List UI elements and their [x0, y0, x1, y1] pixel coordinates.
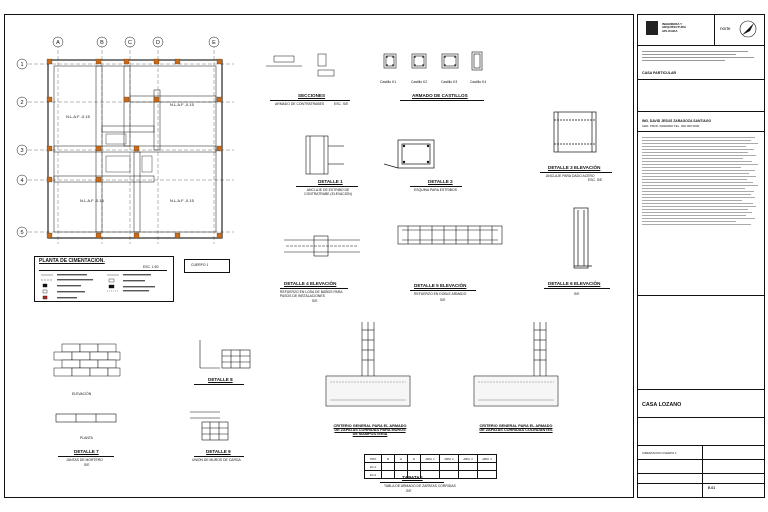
detalle4-scale: S/E [312, 299, 318, 303]
room-level-label: N.L.A.F -0.15 [170, 102, 195, 107]
axis-label-1: 1 [20, 62, 23, 68]
title-block-logo-row: INGENIERIA Y ARQUITECTURA APLICADA norte [638, 15, 764, 46]
zapatas-header-cell: ARM. 2 [439, 454, 459, 463]
secciones-scale: ESC. S/E [334, 102, 349, 106]
sheet-name: CIMENTACION CUERPO 1 [642, 451, 677, 455]
detalle1-title: DETALLE 1 [318, 179, 343, 184]
axis-label-3: 3 [20, 148, 23, 154]
north-label: norte [720, 26, 731, 31]
castillo-label: Castillo K3 [441, 80, 458, 84]
detalle3-drawing [553, 111, 597, 153]
zapatas-scale: S/E [406, 489, 412, 493]
criterio-a-title: CRITERIO GENERAL PARA EL ARMADO DE ZAPAT… [333, 424, 407, 436]
zapatas-header-cell: ARM. 3 [458, 454, 478, 463]
zapatas-title: ZAPATAS [402, 475, 423, 480]
title-block-notes [642, 49, 760, 67]
secciones-drawings [266, 53, 335, 77]
detalle5-caption: REFUERZO EN DOBLE ARMADO [414, 292, 467, 296]
plan-legend: PLANTA DE CIMENTACION. ESC. 1:50 [34, 256, 174, 302]
axis-label-b: B [100, 40, 104, 46]
axis-label-5: 5 [20, 230, 23, 236]
secciones-caption: ARMADO DE CONTRATRABES [275, 102, 325, 106]
room-level-label: N.L.A.F -0.15 [170, 198, 195, 203]
detalle5-scale: S/E [440, 298, 446, 302]
axis-label-2: 2 [20, 100, 23, 106]
castillo-label: Castillo K2 [411, 80, 428, 84]
detalle3-scale: ESC. S/E [588, 178, 603, 182]
detalle9-caption: UNION DE MUROS DE CARGA [192, 458, 241, 462]
castillos-title: ARMADO DE CASTILLOS [412, 93, 468, 98]
detalle6-drawing [573, 207, 592, 269]
detalle8-drawing [199, 340, 251, 369]
elevacion-drawing [53, 343, 121, 377]
plan-body-label: CUERPO 1 [191, 263, 209, 267]
detalle7-caption: JUNTAS DE MORTERO [66, 458, 103, 462]
detalle7-scale: S/E [84, 463, 90, 467]
axis-label-d: D [156, 40, 160, 46]
title-block: INGENIERIA Y ARQUITECTURA APLICADA norte… [637, 14, 765, 498]
detalle3-title: DETALLE 3 ELEVACIÓN [548, 165, 601, 170]
detalle5-drawing [397, 225, 503, 245]
detalle2-title: DETALLE 2 [428, 179, 453, 184]
detalle5-title: DETALLE 5 ELEVACIÓN [414, 283, 467, 288]
axis-label-c: C [128, 40, 132, 46]
planta-drawing [55, 413, 117, 423]
zapatas-header-cell: B [381, 454, 395, 463]
sheet-code: E-01 [708, 486, 716, 490]
axis-label-a: A [56, 40, 60, 46]
firm-name: INGENIERIA Y ARQUITECTURA APLICADA [662, 22, 686, 33]
criterio-b-title: CRITERIO GENERAL PARA EL ARMADO DE ZAPAT… [479, 424, 553, 432]
room-level-label: N.L.A.F -0.15 [66, 114, 91, 119]
detalle8-title: DETALLE 8 [208, 377, 233, 382]
castillo-label: Castillo K1 [380, 80, 397, 84]
castillo-label: Castillo K4 [470, 80, 487, 84]
foundation-plan: A B C D E 1 2 3 4 5 N.L.A.F -0.15 N.L.A.… [16, 36, 234, 244]
zapatas-header-cell: ARM. 1 [420, 454, 440, 463]
detalle4-title: DETALLE 4 ELEVACIÓN [284, 281, 337, 286]
elevacion-title: ELEVACIÓN [72, 392, 92, 396]
zapatas-cell: ZC-2 [364, 470, 382, 479]
detalle1-drawing [305, 135, 344, 175]
detalle6-title: DETALLE 6 ELEVACIÓN [548, 281, 601, 286]
detalle4-caption: REFUERZO EN LOSA DE BAÑOS PARA PASOS DE … [280, 290, 343, 298]
criterio-b-drawing [473, 322, 559, 407]
firm-logo-icon [646, 21, 658, 35]
project-label: CASA PARTICULAR [642, 71, 677, 75]
planta-title: PLANTA [80, 436, 93, 440]
detalle2-drawing [384, 139, 435, 169]
zapatas-header-cell: D [407, 454, 421, 463]
plan-legend-scale: ESC. 1:50 [143, 265, 159, 269]
zapatas-header-cell: TIPO [364, 454, 382, 463]
detalle7-title: DETALLE 7 [74, 449, 99, 454]
owner-name: CASA LOZANO [642, 402, 682, 408]
detalle9-title: DETALLE 9 [206, 449, 231, 454]
detalle3-caption: ANCLAJE PARA DADO ACERO [546, 174, 595, 178]
detalle6-scale: S/E [574, 292, 580, 296]
castillos-drawings [383, 51, 483, 71]
plan-body-tag: CUERPO 1 [184, 259, 230, 273]
room-level-label: N.L.A.F -0.15 [80, 198, 105, 203]
detalle4-drawing [284, 235, 360, 257]
criterio-a-drawing [325, 322, 411, 407]
detalle1-caption: ANCLAJE DE ESTRIBO DE CONTRATRABE (ELEVA… [304, 188, 352, 196]
zapatas-cell: ZC-1 [364, 462, 382, 471]
engineer-name: ING. DAVID JESUS ZARAGOZA SANTIAGO [642, 119, 712, 123]
zapatas-header-cell: H [394, 454, 408, 463]
zapatas-header-cell: ARM. 4 [477, 454, 497, 463]
plan-legend-title: PLANTA DE CIMENTACION. [39, 258, 105, 264]
detalle2-caption: ESQUINA PARA ESTRIBOS [414, 188, 457, 192]
north-arrow-icon [739, 20, 757, 38]
engineer-cedula: CED. PROF. 00000000 TEL. 000 000 0000 [642, 124, 700, 128]
detalle9-drawing [190, 411, 229, 441]
drawing-frame [4, 14, 634, 498]
zapatas-table: TIPO B H D ARM. 1 ARM. 2 ARM. 3 ARM. 4 Z… [364, 454, 497, 479]
zapatas-caption: TABLA DE ARMADO DE ZAPATAS CORRIDAS [384, 484, 456, 488]
general-notes [642, 135, 760, 279]
axis-label-e: E [212, 40, 216, 46]
secciones-title: SECCIONES [298, 93, 326, 98]
axis-label-4: 4 [20, 178, 23, 184]
